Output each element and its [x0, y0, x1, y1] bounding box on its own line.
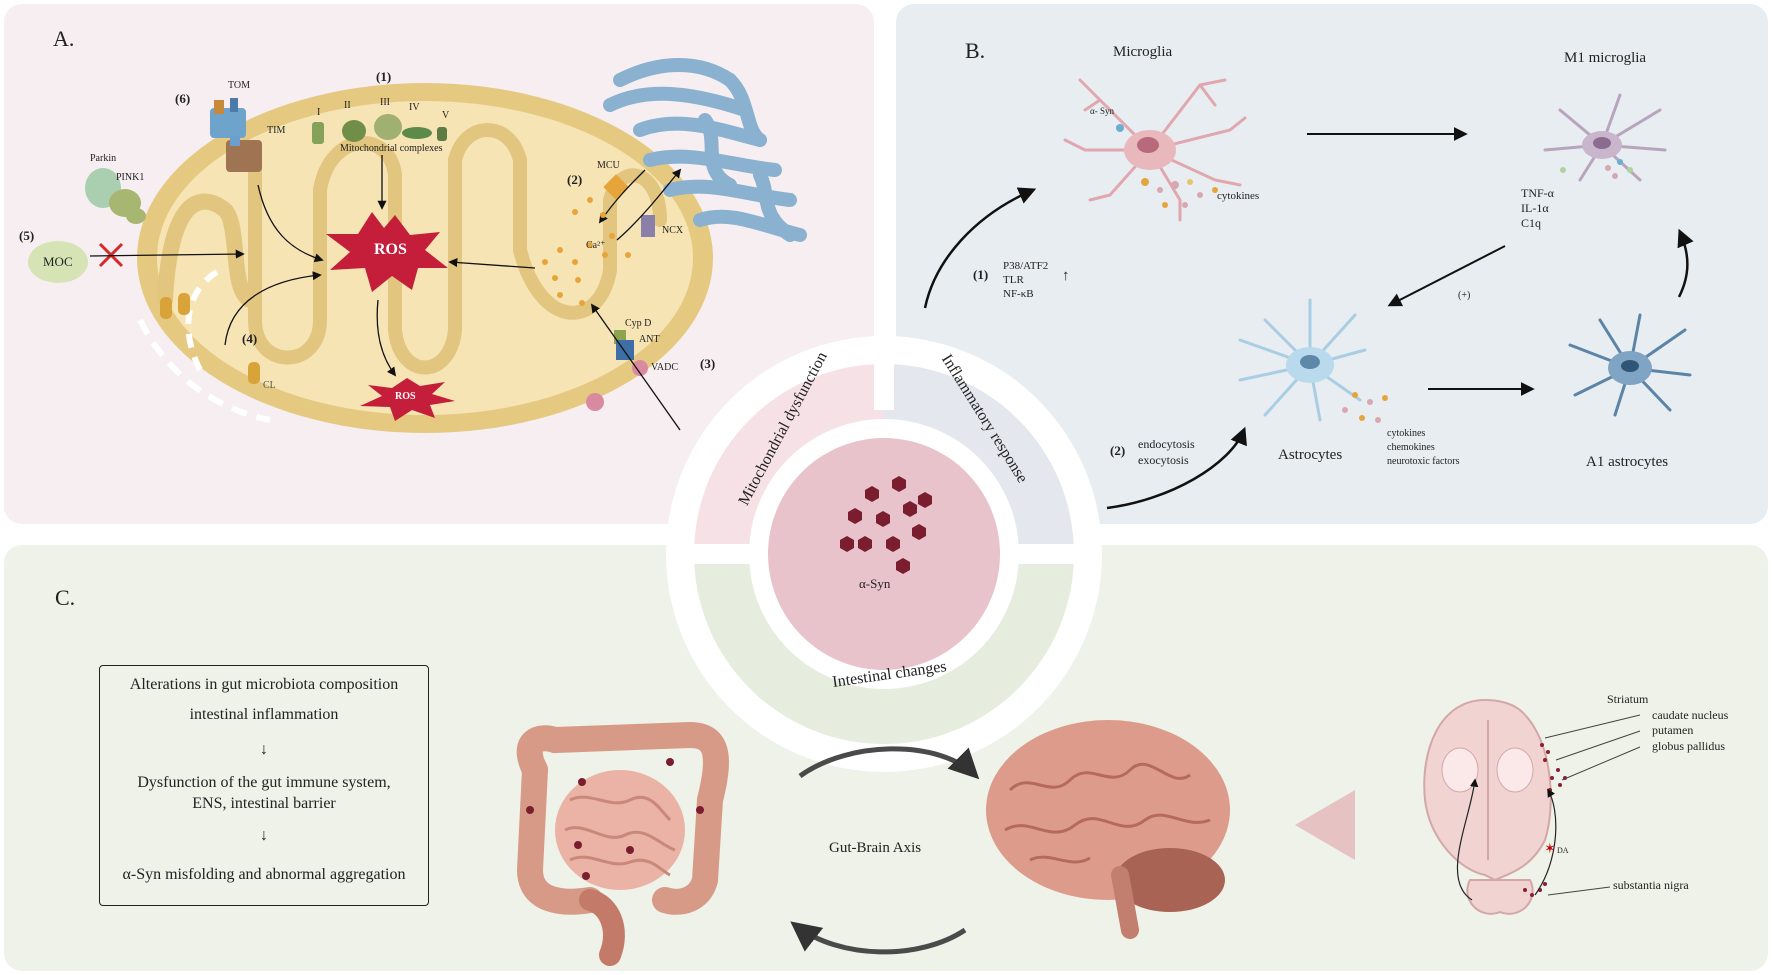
ros-star-lower — [360, 378, 455, 421]
ncx-channel — [641, 215, 655, 237]
step-6-label: (6) — [175, 91, 191, 106]
ncx-label: NCX — [662, 225, 684, 236]
pink-triangle — [1295, 790, 1355, 860]
putamen-label: putamen — [1652, 723, 1694, 737]
moc-label: MOC — [43, 254, 73, 269]
complex-iv-label: IV — [409, 102, 420, 113]
parkin-label: Parkin — [90, 153, 117, 164]
box-line-4: ENS, intestinal barrier — [192, 795, 336, 812]
substantia-nigra-label: substantia nigra — [1613, 878, 1689, 892]
box-line-2: intestinal inflammation — [189, 706, 339, 723]
pathway-nfkb: NF-κB — [1003, 288, 1034, 300]
pathway-p38: P38/ATF2 — [1003, 260, 1049, 272]
moc-shape — [28, 241, 88, 283]
exocytosis-label: exocytosis — [1138, 453, 1189, 467]
m1-factor-c1q: C1q — [1521, 216, 1542, 230]
complex-ii-label: II — [344, 100, 351, 111]
brain-illustration — [986, 720, 1230, 939]
endoplasmic-reticulum — [603, 58, 807, 242]
box-line-5: α-Syn misfolding and abnormal aggregatio… — [122, 866, 406, 883]
pathogenesis-box: Alterations in gut microbiota compositio… — [99, 665, 429, 906]
upregulation-arrow-icon: ↑ — [1062, 268, 1070, 284]
step-2-label: (2) — [567, 172, 583, 187]
cl-label: CL — [263, 380, 276, 391]
mcu-label: MCU — [597, 160, 620, 171]
blocked-cross-icon — [98, 242, 124, 268]
panel-b-label: B. — [965, 38, 986, 63]
cypd-label: Cyp D — [625, 318, 652, 329]
astro-factor-chemokines: chemokines — [1387, 442, 1435, 453]
striatum-label: Striatum — [1607, 692, 1649, 706]
ros-star-main — [326, 212, 448, 292]
svg-text:✶: ✶ — [1544, 842, 1556, 857]
m1-factor-tnf: TNF-α — [1521, 186, 1554, 200]
complex-v-label: V — [442, 110, 450, 121]
ros-main-label: ROS — [374, 241, 407, 258]
box-line-3: Dysfunction of the gut immune system, — [137, 774, 391, 791]
step-5-label: (5) — [19, 228, 35, 243]
complexes-label: Mitochondrial complexes — [340, 143, 443, 154]
microglia-cytokines-label: cytokines — [1217, 190, 1260, 202]
panel-a-label: A. — [53, 26, 75, 51]
ros-lower-label: ROS — [395, 391, 416, 402]
mitochondrial-complexes — [312, 114, 447, 144]
step-3-label: (3) — [700, 356, 716, 371]
positive-feedback-label: (+) — [1458, 290, 1471, 301]
asyn-aggregate-icon — [840, 476, 932, 574]
microglia-label: Microglia — [1113, 44, 1173, 60]
asyn-small-label: α- Syn — [1090, 106, 1114, 116]
brain-section-illustration: ✶ — [1423, 698, 1641, 915]
parkin-pink1 — [85, 168, 146, 224]
microglia-cell — [1063, 78, 1247, 222]
b-step-2-label: (2) — [1110, 443, 1126, 458]
astro-factor-neurotoxic: neurotoxic factors — [1387, 456, 1460, 467]
dopamine-label: DA — [1557, 846, 1569, 855]
caudate-label: caudate nucleus — [1652, 708, 1729, 722]
box-arrow-1-icon: ↓ — [260, 741, 268, 758]
endocytosis-label: endocytosis — [1138, 437, 1195, 451]
m1-factor-il1a: IL-1α — [1521, 201, 1549, 215]
step-4-label: (4) — [242, 331, 258, 346]
tim-label: TIM — [267, 125, 286, 136]
central-ring — [666, 336, 1102, 772]
box-line-1: Alterations in gut microbiota compositio… — [129, 676, 399, 693]
tom-label: TOM — [228, 80, 251, 91]
panel-c-label: C. — [55, 585, 76, 610]
intestine-illustration — [516, 721, 729, 966]
box-arrow-2-icon: ↓ — [260, 827, 268, 844]
b-step-1-label: (1) — [973, 267, 989, 282]
complex-i-label: I — [317, 107, 321, 118]
ant-label: ANT — [639, 334, 660, 345]
a1-astrocytes-label: A1 astrocytes — [1586, 454, 1669, 470]
cytokine-dots — [1141, 178, 1218, 208]
step-1-label: (1) — [376, 69, 392, 84]
m1-microglia-label: M1 microglia — [1564, 50, 1647, 66]
pathway-tlr: TLR — [1003, 274, 1024, 286]
tom-tim-complex — [210, 98, 262, 172]
gut-brain-axis-label: Gut-Brain Axis — [829, 840, 922, 856]
asyn-center-label: α-Syn — [859, 576, 891, 591]
astrocytes-label: Astrocytes — [1278, 447, 1343, 463]
globus-label: globus pallidus — [1652, 739, 1726, 753]
astro-factor-cytokines: cytokines — [1387, 428, 1426, 439]
calcium-label: Ca²⁺ — [586, 240, 606, 251]
calcium-dots — [542, 197, 631, 306]
vadc-label: VADC — [651, 362, 679, 373]
pink1-label: PINK1 — [116, 172, 145, 183]
complex-iii-label: III — [380, 97, 390, 108]
